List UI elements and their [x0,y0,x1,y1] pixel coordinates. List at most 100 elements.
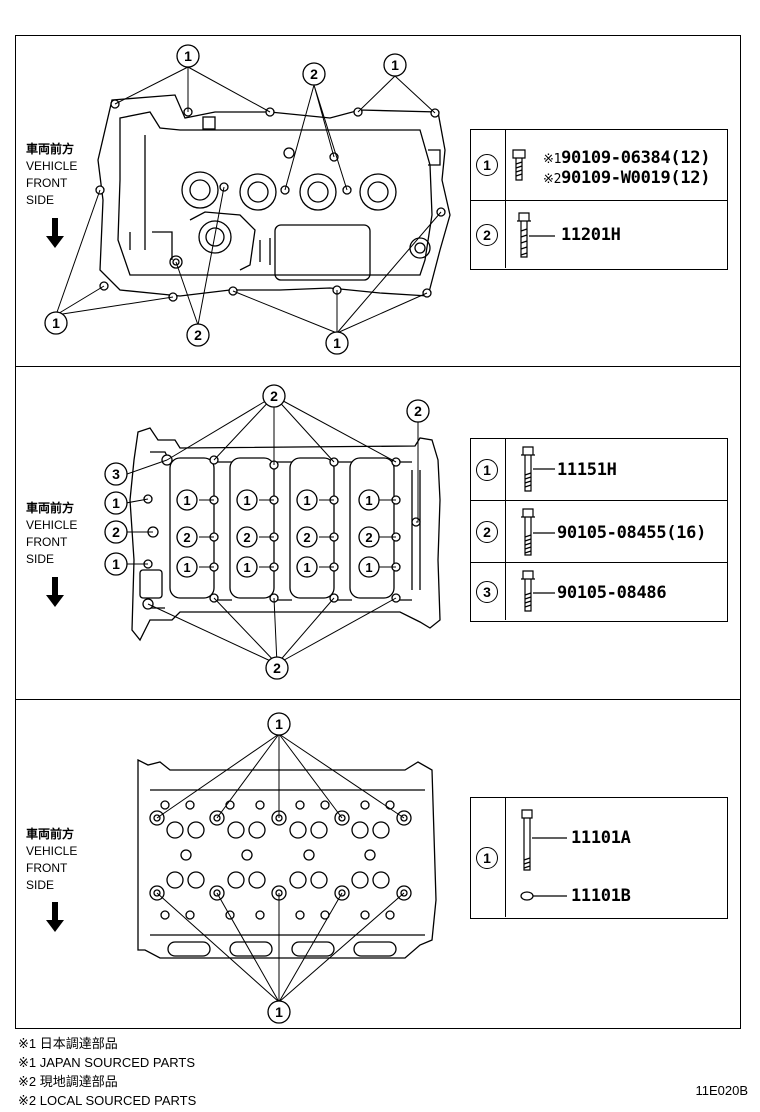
parts-table-section-2: 1 11151H 2 90105-08455(16) 3 90105-08486 [470,438,728,622]
callout-label: 2 [112,524,120,540]
footnote: ※1 日本調達部品 [18,1036,118,1051]
source-mark: ※2 [543,172,562,187]
callout-label: 1 [52,315,60,331]
footnote: ※1 JAPAN SOURCED PARTS [18,1055,196,1070]
callout-label: 1 [112,495,120,511]
side-label-line: SIDE [26,552,55,566]
part-code: 90105-08486 [557,583,667,603]
side-label-line: FRONT [26,535,68,549]
part-index: 1 [476,458,498,481]
part-code-text: 90109-W0019(12) [561,168,711,188]
cap-bolt-icon [521,446,555,492]
camshaft-cap-drawing [129,427,441,642]
head-bolt-icon [520,809,567,901]
footnote: ※2 現地調達部品 [18,1074,118,1089]
part-code-text: 11151H [557,460,617,480]
vehicle-front-side-label: 車両前方 VEHICLE FRONT SIDE [26,500,77,568]
part-code: 11101A [571,828,631,848]
part-index: 1 [476,154,498,176]
callout-label: 2 [414,403,422,419]
part-number-cell: 1 [471,130,506,200]
callout-label: 2 [273,660,281,676]
part-code: ※190109-06384(12) [543,148,710,168]
callout-label: 2 [243,530,250,545]
side-label-line: SIDE [26,193,55,207]
part-code-text: 90105-08486 [557,583,667,603]
callout-label: 1 [243,560,250,575]
cylinder-head-bolts [149,810,412,901]
side-label-line: VEHICLE [26,159,78,173]
part-number-cell: 2 [471,201,506,268]
down-arrow-icon [46,218,64,248]
side-label-line: VEHICLE [26,518,78,532]
callout-label: 2 [310,66,318,82]
part-code: 11151H [557,460,617,480]
parts-table-row: 1 ※190109-06384(12) ※290109-W0019(12) [471,130,727,200]
section-divider [15,366,741,367]
diagram-frame [15,35,741,1029]
callout-label: 1 [333,335,341,351]
side-label-line: VEHICLE [26,844,78,858]
callout-label: 1 [391,57,399,73]
footnote: ※2 LOCAL SOURCED PARTS [18,1093,197,1108]
callout-label: 3 [112,466,120,482]
vehicle-front-side-label: 車両前方 VEHICLE FRONT SIDE [26,141,77,209]
callout-label: 1 [243,493,250,508]
short-bolt-icon [512,149,526,181]
long-bolt-icon [521,508,555,556]
callout-label: 2 [365,530,372,545]
s2-inner-cap-labels: 1 1 1 1 2 2 2 2 1 1 1 1 [183,493,372,575]
part-code-text: 11101A [571,828,631,848]
part-code-text: 90105-08455(16) [557,523,707,543]
part-code: ※290109-W0019(12) [543,168,710,188]
parts-table-row: 2 11201H [471,200,727,268]
side-label-jp: 車両前方 [26,501,75,515]
part-index: 1 [476,846,498,869]
section-divider [15,699,741,700]
parts-table-row: 3 90105-08486 [471,562,727,620]
part-number-cell: 2 [471,501,506,562]
parts-table-section-1: 1 ※190109-06384(12) ※290109-W0019(12) 2 … [470,129,728,270]
parts-table-row: 1 11151H [471,439,727,500]
parts-table-row: 1 11101A 11101B [471,798,727,917]
callout-label: 1 [365,493,372,508]
part-code: 11201H [561,225,621,245]
cylinder-head-ports [160,800,395,920]
part-index: 2 [476,520,498,543]
callout-label: 1 [184,48,192,64]
side-label-line: FRONT [26,861,68,875]
callout-label: 2 [303,530,310,545]
callout-label: 1 [112,556,120,572]
s3-leader-lines [156,733,405,1003]
part-index: 3 [476,580,498,603]
figure-id: 11E020B [695,1083,748,1098]
part-code-text: 11101B [571,886,631,906]
part-number-cell: 1 [471,439,506,500]
side-label-line: SIDE [26,878,55,892]
part-code-text: 90109-06384(12) [561,148,711,168]
parts-table-section-3: 1 11101A 11101B [470,797,728,919]
part-code-text: 11201H [561,225,621,245]
callout-label: 1 [303,493,310,508]
part-code: 11101B [571,886,631,906]
down-arrow-icon [46,902,64,932]
callout-label: 1 [183,560,190,575]
vehicle-front-side-label: 車両前方 VEHICLE FRONT SIDE [26,826,77,894]
callout-label: 1 [183,493,190,508]
s2-leader-lines [125,395,419,665]
side-label-jp: 車両前方 [26,827,75,841]
callout-label: 1 [275,1004,283,1020]
cylinder-head-drawing [137,758,437,959]
side-label-line: FRONT [26,176,68,190]
part-number-cell: 3 [471,563,506,620]
part-index: 2 [476,223,498,246]
source-mark: ※1 [543,152,562,167]
parts-table-row: 2 90105-08455(16) [471,500,727,562]
callout-label: 1 [303,560,310,575]
s1-leader-lines [55,66,442,334]
flange-bolt-icon [517,212,555,258]
cam-housing-drawing [97,94,451,297]
s2-inner-cap-marks [176,489,380,578]
part-code: 90105-08455(16) [557,523,706,543]
